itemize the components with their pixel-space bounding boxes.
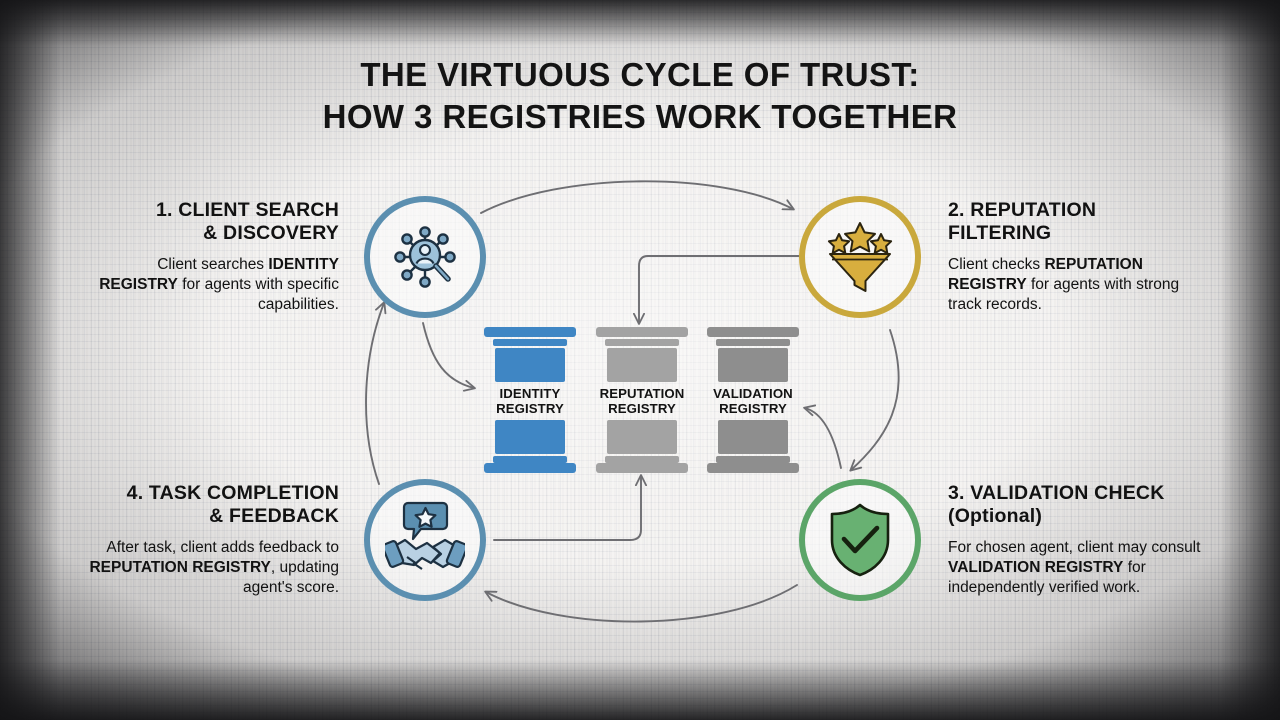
step-3-text-block: 3. VALIDATION CHECK (Optional) For chose… [948, 482, 1210, 599]
step-4-heading: 4. TASK COMPLETION & FEEDBACK [126, 482, 339, 528]
connector-step1-to-step2 [480, 180, 793, 214]
pillar-icon [705, 327, 801, 382]
connector-validation-registry-to-step3 [805, 408, 842, 469]
node-validation-check[interactable] [799, 479, 921, 601]
right-edge-shadow [1220, 0, 1280, 720]
step-3-heading: 3. VALIDATION CHECK (Optional) [948, 482, 1165, 528]
step-4-text-block: 4. TASK COMPLETION & FEEDBACK After task… [76, 482, 339, 599]
registry-validation[interactable]: VALIDATION REGISTRY [705, 327, 801, 473]
page-title: THE VIRTUOUS CYCLE OF TRUST: HOW 3 REGIS… [0, 54, 1280, 137]
handshake-star-icon [385, 501, 465, 570]
connector-step4-to-step1 [365, 303, 384, 485]
step-4-body: After task, client adds feedback to REPU… [89, 538, 339, 597]
step-2-text-block: 2. REPUTATION FILTERING Client checks RE… [948, 199, 1210, 316]
left-edge-shadow [0, 0, 60, 720]
step-1-text-block: 1. CLIENT SEARCH & DISCOVERY Client sear… [96, 199, 339, 316]
title-line-1: THE VIRTUOUS CYCLE OF TRUST: [360, 56, 920, 93]
connector-step4-to-reputation-registry [493, 476, 641, 541]
pillar-icon [482, 327, 578, 382]
node-client-search[interactable] [364, 196, 486, 318]
step-2-heading: 2. REPUTATION FILTERING [948, 199, 1097, 245]
node-task-completion[interactable] [364, 479, 486, 601]
star-funnel-icon [827, 222, 893, 292]
network-search-icon [394, 226, 456, 288]
registry-validation-label: VALIDATION REGISTRY [713, 386, 793, 417]
step-1-heading: 1. CLIENT SEARCH & DISCOVERY [155, 199, 339, 245]
connector-step3-to-step4 [486, 584, 798, 623]
registry-identity[interactable]: IDENTITY REGISTRY [482, 327, 578, 473]
title-line-2: HOW 3 REGISTRIES WORK TOGETHER [322, 97, 958, 135]
registry-identity-label: IDENTITY REGISTRY [496, 386, 564, 417]
registry-reputation[interactable]: REPUTATION REGISTRY [594, 327, 690, 473]
step-2-body: Client checks REPUTATION REGISTRY for ag… [948, 255, 1180, 314]
pillar-icon [594, 327, 690, 382]
registry-reputation-label: REPUTATION REGISTRY [599, 386, 685, 417]
node-reputation-filtering[interactable] [799, 196, 921, 318]
top-edge-shadow [0, 0, 1280, 46]
connector-step2-to-reputation-registry [639, 255, 801, 323]
connector-step1-to-identity-registry [422, 322, 474, 388]
step-3-body: For chosen agent, client may consult VAL… [948, 538, 1201, 597]
shield-check-icon [830, 503, 890, 577]
bottom-edge-shadow [0, 660, 1280, 720]
connector-step2-to-step3 [851, 329, 900, 470]
step-1-body: Client searches IDENTITY REGISTRY for ag… [99, 255, 339, 314]
